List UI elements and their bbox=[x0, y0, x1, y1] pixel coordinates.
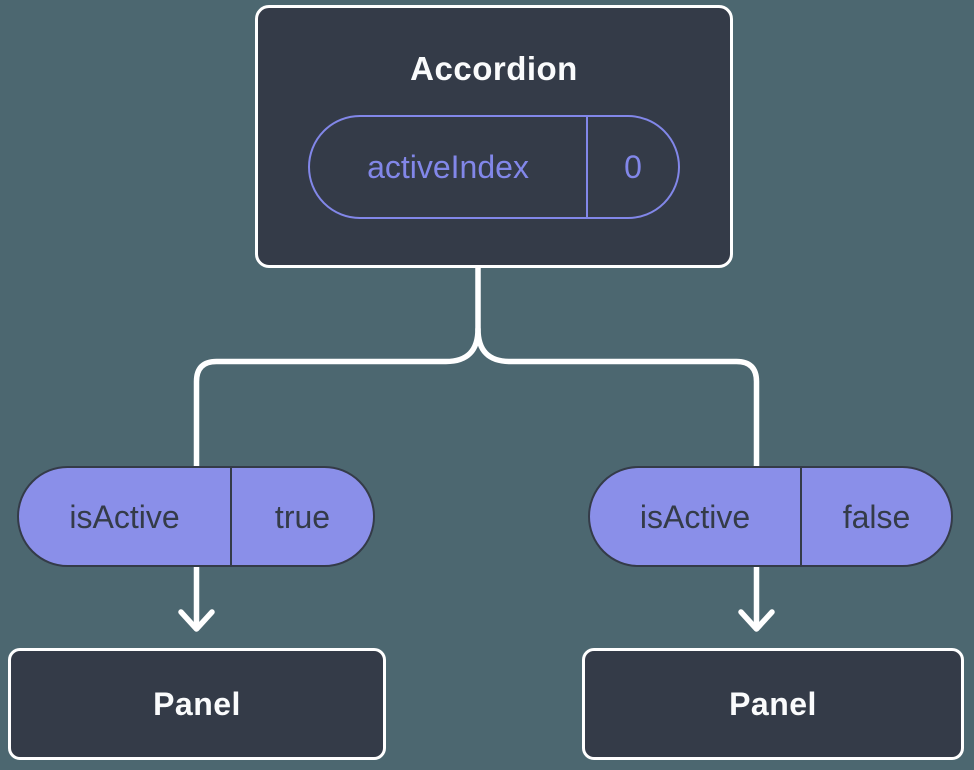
panel-node-right-title: Panel bbox=[729, 685, 817, 722]
is-active-true-pill: isActive true bbox=[17, 466, 375, 567]
accordion-node: Accordion activeIndex 0 bbox=[255, 5, 733, 268]
branch-line-right bbox=[475, 326, 760, 629]
panel-node-left: Panel bbox=[8, 648, 386, 760]
panel-node-right: Panel bbox=[582, 648, 964, 760]
active-index-pill-value: 0 bbox=[586, 116, 678, 217]
is-active-false-pill-label: isActive bbox=[639, 498, 751, 535]
is-active-false-pill-value: false bbox=[800, 468, 951, 565]
arrowhead-right-icon bbox=[738, 609, 775, 632]
accordion-node-title: Accordion bbox=[410, 50, 578, 87]
panel-node-left-title: Panel bbox=[153, 685, 241, 722]
is-active-true-pill-label: isActive bbox=[69, 498, 180, 535]
active-index-pill: activeIndex 0 bbox=[308, 114, 680, 219]
branch-line-left bbox=[193, 262, 481, 629]
arrowhead-left-icon bbox=[178, 609, 215, 632]
active-index-pill-label: activeIndex bbox=[367, 148, 529, 185]
is-active-false-pill: isActive false bbox=[588, 466, 953, 567]
is-active-true-pill-value: true bbox=[230, 468, 373, 565]
